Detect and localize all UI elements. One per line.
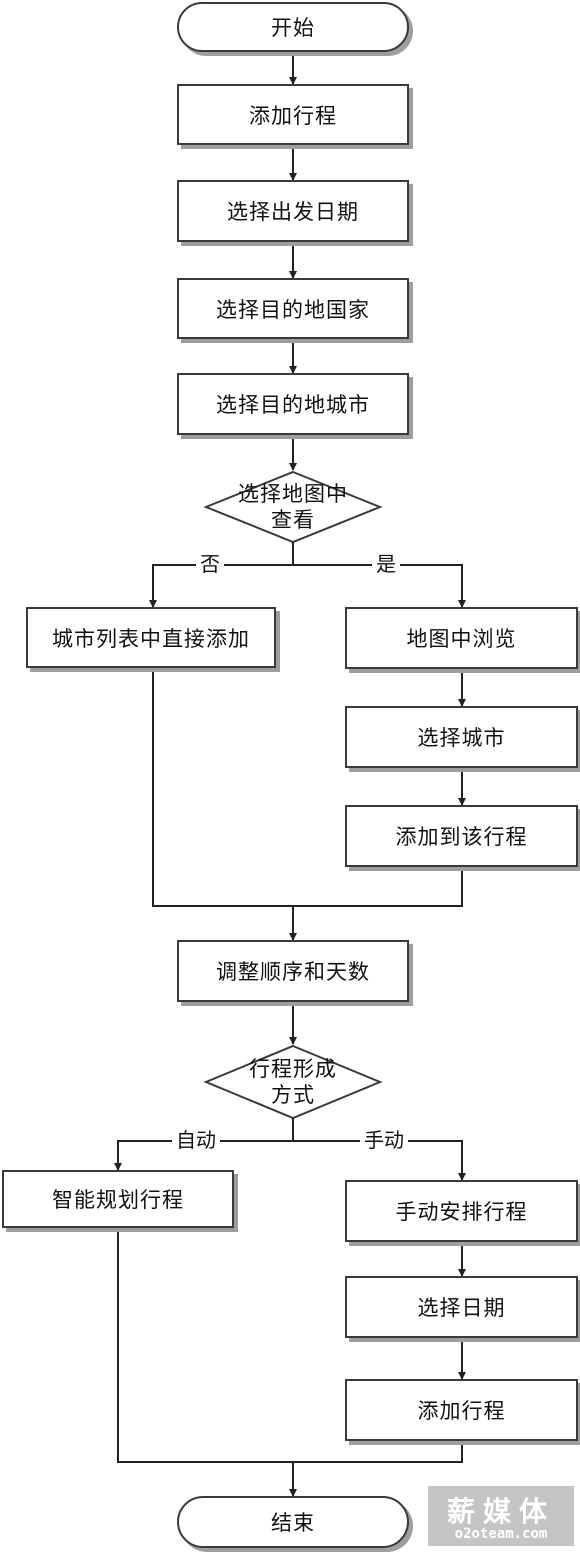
watermark-title: 薪媒体 [446,1495,555,1528]
choose-city-label: 选择目的地城市 [216,393,370,417]
arrow-manual-branch [293,1140,466,1181]
add-trip-step: 添加行程 [177,84,409,145]
branch-manual-label: 手动 [360,1128,408,1152]
add-to-trip-label: 添加到该行程 [395,825,528,849]
add-trip-label: 添加行程 [249,103,337,128]
arrow-auto-branch [114,1140,293,1171]
add-to-trip-step: 添加到该行程 [345,805,578,867]
choose-departure-date-step: 选择出发日期 [177,180,409,242]
adjust-order-days-step: 调整顺序和天数 [177,940,409,1002]
smart-planning-label: 智能规划行程 [52,1188,184,1212]
browse-in-map-step: 地图中浏览 [345,607,578,669]
arrow-yes-branch [293,564,466,608]
start-label: 开始 [271,16,315,40]
adjust-order-days-label: 调整顺序和天数 [216,960,370,984]
select-date-label: 选择日期 [417,1296,506,1320]
manual-arrange-step: 手动安排行程 [345,1180,578,1242]
choose-country-label: 选择目的地国家 [216,297,370,322]
arrow-no-branch [149,564,293,608]
end-label: 结束 [271,1511,315,1535]
manual-arrange-label: 手动安排行程 [395,1200,528,1224]
branch-no-label: 否 [196,552,224,576]
branch-auto-label: 自动 [172,1128,220,1152]
watermark: 薪媒体 o2oteam.com [428,1486,574,1546]
line-left-merge-2 [117,1228,293,1463]
watermark-url: o2oteam.com [454,1526,548,1542]
add-from-city-list-label: 城市列表中直接添加 [52,626,250,651]
select-city-label: 选择城市 [417,726,506,750]
add-trip-final-step: 添加行程 [345,1379,578,1441]
line-left-merge [152,668,293,907]
add-trip-final-label: 添加行程 [417,1399,506,1423]
decision-map-label: 选择地图中查看 [238,482,348,532]
select-city-step: 选择城市 [345,706,578,768]
choose-country-step: 选择目的地国家 [177,278,409,339]
choose-city-step: 选择目的地城市 [177,373,409,435]
end-node: 结束 [177,1496,409,1548]
browse-in-map-label: 地图中浏览 [406,627,517,651]
add-from-city-list-step: 城市列表中直接添加 [26,607,276,668]
line-right-merge-2 [293,1441,463,1463]
branch-yes-label: 是 [372,552,400,576]
choose-departure-date-label: 选择出发日期 [227,200,359,224]
smart-planning-step: 智能规划行程 [2,1170,234,1228]
line-right-merge [293,867,463,907]
select-date-step: 选择日期 [345,1276,578,1338]
decision-mode-label: 行程形成方式 [249,1057,337,1107]
start-node: 开始 [177,2,409,52]
